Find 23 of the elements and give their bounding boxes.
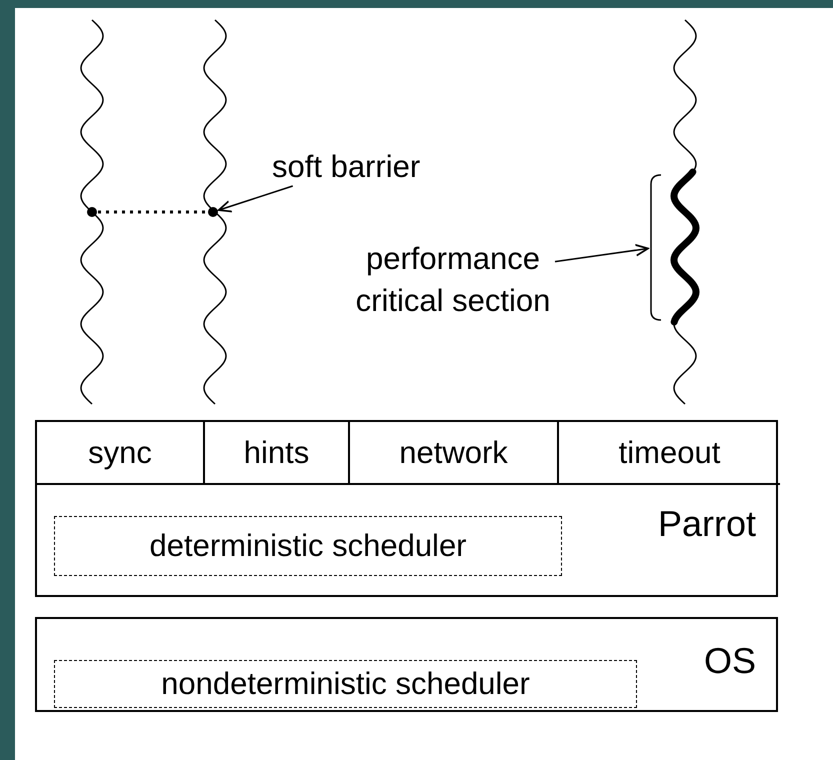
api-box bbox=[350, 422, 559, 485]
soft-barrier-line bbox=[98, 210, 207, 214]
component-label: sync bbox=[88, 437, 152, 468]
bracket bbox=[649, 174, 661, 321]
barrier-dot bbox=[87, 207, 97, 217]
component-label: deterministic scheduler bbox=[148, 530, 468, 561]
layer-name: Parrot bbox=[658, 506, 756, 542]
annotation-text: performance critical section bbox=[354, 240, 552, 320]
barrier-dot bbox=[208, 207, 218, 217]
component-label: nondeterministic scheduler bbox=[160, 668, 531, 699]
component-label: hints bbox=[244, 437, 310, 468]
leader-line bbox=[554, 244, 649, 262]
layer-box bbox=[35, 617, 778, 712]
component-label: network bbox=[399, 437, 508, 468]
leader-line bbox=[218, 185, 293, 212]
scheduler-box bbox=[54, 516, 562, 576]
api-box bbox=[37, 422, 205, 485]
component-label: timeout bbox=[618, 437, 720, 468]
layer-box bbox=[35, 420, 778, 597]
layer-name: OS bbox=[704, 643, 756, 679]
scheduler-box bbox=[54, 660, 637, 708]
api-box bbox=[205, 422, 350, 485]
annotation-text: soft barrier bbox=[272, 151, 420, 182]
